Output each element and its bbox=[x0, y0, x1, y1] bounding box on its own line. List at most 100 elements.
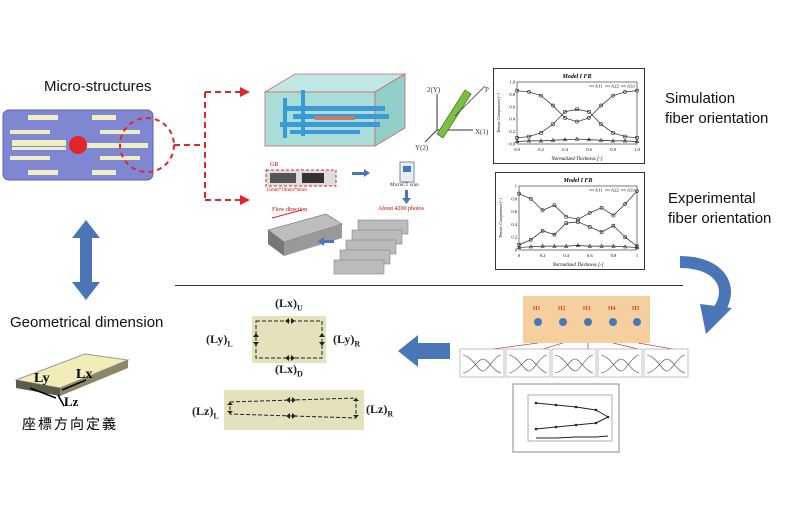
data-point bbox=[587, 110, 591, 114]
x-tick-label: 1 bbox=[636, 253, 638, 258]
geometrical-dimension-label: Geometrical dimension bbox=[10, 314, 164, 331]
legend-entry: A33 bbox=[627, 84, 635, 89]
y-tick-label: 0.0 bbox=[509, 142, 515, 147]
y-tick-label: 0.6 bbox=[511, 209, 517, 214]
microct-graphics bbox=[265, 161, 415, 275]
data-point bbox=[540, 208, 545, 213]
experimental-title-2: fiber orientation bbox=[668, 210, 772, 227]
data-point bbox=[515, 88, 519, 93]
h3-label: H3 bbox=[583, 306, 591, 312]
curved-arrow-icon bbox=[679, 256, 732, 334]
x-tick-label: 0.6 bbox=[586, 147, 592, 152]
data-point bbox=[539, 93, 543, 98]
data-point bbox=[587, 210, 592, 215]
data-point bbox=[599, 205, 604, 210]
dimension-loop-xy bbox=[253, 318, 325, 361]
x-tick-label: 1.0 bbox=[634, 147, 640, 152]
data-point bbox=[563, 110, 567, 114]
simulation-title-1: Simulation bbox=[665, 90, 736, 107]
h5-label: H5 bbox=[632, 306, 640, 312]
chart-title: Model I FR bbox=[562, 178, 592, 184]
data-point bbox=[623, 235, 627, 239]
small-chart-strip bbox=[459, 343, 689, 378]
experimental-title-1: Experimental bbox=[668, 190, 756, 207]
chart-frame bbox=[495, 172, 645, 270]
small-chart-bottom bbox=[512, 383, 620, 453]
legend-entry: A11 bbox=[595, 188, 603, 193]
data-point bbox=[599, 243, 604, 248]
series-line-a33 bbox=[518, 245, 638, 248]
ly-r-label: (Ly)R bbox=[333, 332, 361, 349]
micro-structures-label: Micro-structures bbox=[44, 78, 152, 95]
x-tick-label: 0.4 bbox=[563, 253, 569, 258]
data-point bbox=[514, 139, 520, 144]
data-point bbox=[528, 244, 533, 249]
data-point bbox=[575, 119, 579, 124]
data-point bbox=[529, 238, 533, 242]
data-point bbox=[623, 134, 627, 139]
red-dashed-connector bbox=[174, 87, 250, 205]
data-point bbox=[586, 137, 592, 142]
data-point bbox=[588, 225, 592, 229]
data-point bbox=[564, 221, 568, 225]
chart-experimental: Model I FR Normalized Thickness [-] Tensor… bbox=[495, 172, 645, 270]
microct-label: MicroCT scan bbox=[390, 183, 419, 188]
data-point bbox=[550, 137, 556, 142]
lx-u-label: (Lx)U bbox=[275, 296, 303, 313]
series-line-a11 bbox=[518, 190, 638, 220]
x-tick-label: 0.4 bbox=[562, 147, 568, 152]
data-point bbox=[635, 189, 639, 194]
y-tick-label: 0.2 bbox=[509, 129, 515, 134]
data-point bbox=[611, 223, 616, 228]
legend-entry: A11 bbox=[595, 84, 603, 89]
flow-direction-label: Flow direction bbox=[272, 207, 308, 213]
photos-label: About 4200 photos bbox=[378, 206, 425, 212]
data-point bbox=[599, 103, 603, 108]
dimension-loop-z bbox=[227, 397, 359, 419]
x-axis-label: Normalized Thickness [-] bbox=[551, 263, 603, 268]
plot-area bbox=[518, 185, 638, 251]
data-point bbox=[526, 138, 532, 143]
data-point bbox=[587, 243, 592, 248]
series-line-a11 bbox=[516, 90, 638, 123]
data-point bbox=[552, 232, 557, 237]
lz-l-label: (Lz)L bbox=[192, 404, 219, 421]
dimension-rect-z bbox=[224, 390, 364, 430]
lz-r-label: (Lz)R bbox=[366, 402, 394, 419]
y-tick-label: 1.0 bbox=[509, 80, 515, 85]
ly-l-label: (Ly)L bbox=[206, 332, 233, 349]
y-axis-label: Tensor Component [-] bbox=[498, 198, 503, 238]
data-point bbox=[623, 202, 628, 206]
data-point bbox=[551, 122, 555, 126]
data-point bbox=[564, 214, 569, 219]
data-point bbox=[599, 122, 603, 126]
data-point bbox=[527, 134, 531, 139]
data-point bbox=[634, 139, 640, 144]
block-ly-label: Ly bbox=[34, 371, 50, 386]
data-point bbox=[634, 245, 640, 249]
legend-entry: A22 bbox=[611, 84, 619, 89]
chart-title: Model I FR bbox=[561, 74, 591, 80]
h2-label: H2 bbox=[558, 306, 566, 312]
block-lz-label: Lz bbox=[64, 394, 79, 409]
series-line-a33 bbox=[516, 138, 638, 142]
lx-d-label: (Lx)D bbox=[275, 362, 303, 379]
y-tick-label: 1 bbox=[515, 184, 517, 189]
x-axis-label: Normalized Thickness [-] bbox=[550, 157, 602, 162]
data-point bbox=[623, 90, 627, 94]
data-point bbox=[551, 103, 555, 108]
axis-label-3: Y(2) bbox=[415, 144, 429, 152]
block-lx-label: Lx bbox=[76, 367, 92, 382]
y-tick-label: 0.4 bbox=[509, 117, 515, 122]
x-tick-label: 0.6 bbox=[587, 253, 593, 258]
data-point bbox=[576, 217, 580, 222]
data-point bbox=[528, 196, 533, 201]
x-tick-label: 0.8 bbox=[611, 253, 617, 258]
gr-label: GR bbox=[270, 162, 279, 168]
data-point bbox=[575, 107, 579, 111]
mold-3d-view bbox=[263, 73, 407, 147]
data-point bbox=[517, 191, 521, 196]
dimension-block: Ly Lx Lz bbox=[14, 353, 130, 409]
x-tick-label: 0 bbox=[518, 253, 521, 258]
